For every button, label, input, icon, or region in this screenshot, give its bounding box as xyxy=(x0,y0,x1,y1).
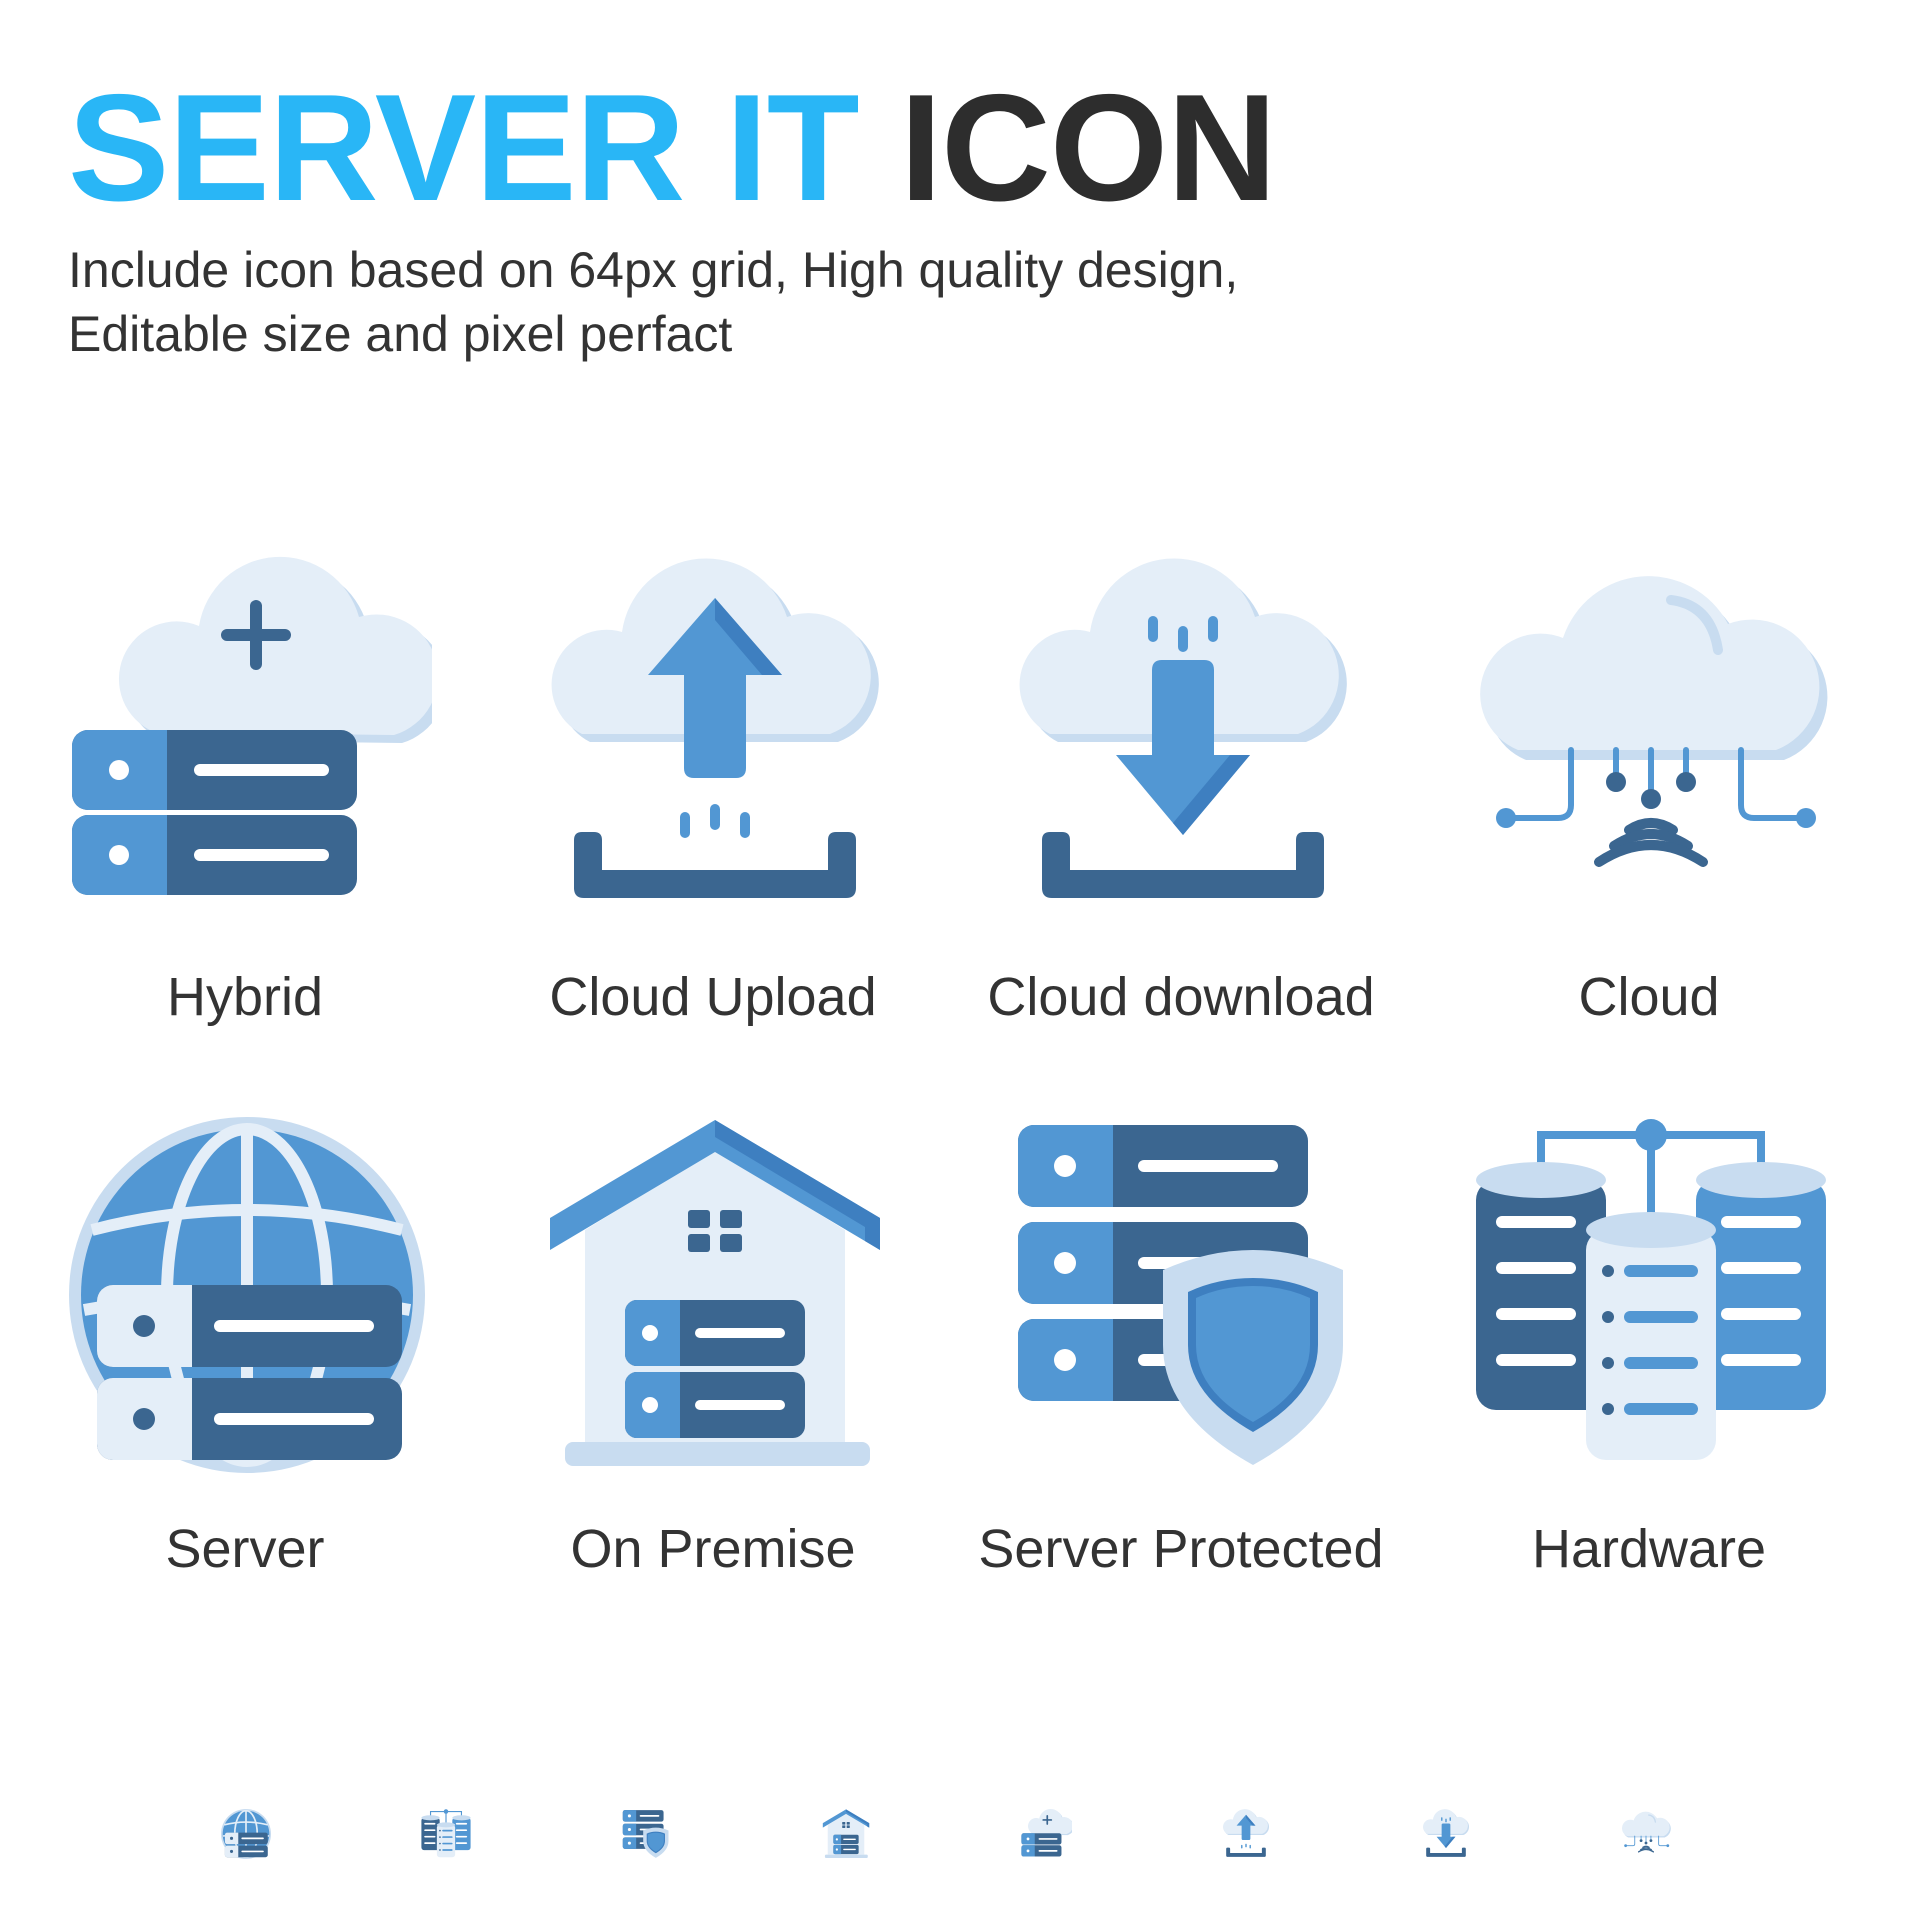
icon-label-cloud-download: Cloud download xyxy=(987,967,1375,1027)
house-server-icon xyxy=(530,1110,900,1480)
icon-label-on-premise: On Premise xyxy=(570,1519,856,1579)
server-shield-icon xyxy=(998,1110,1368,1480)
icon-label-cloud-upload: Cloud Upload xyxy=(549,967,877,1027)
globe-server-icon xyxy=(220,1808,272,1860)
icon-label-cloud: Cloud xyxy=(1578,967,1720,1027)
cloud-upload-icon xyxy=(530,550,900,920)
title-accent: SERVER IT xyxy=(68,63,860,233)
subtitle-line-2: Editable size and pixel perfact xyxy=(68,306,733,362)
database-hardware-icon xyxy=(1466,1110,1836,1480)
icon-label-hybrid: Hybrid xyxy=(166,967,324,1027)
title-main: ICON xyxy=(899,63,1277,233)
cloud-download-icon xyxy=(1420,1808,1472,1860)
globe-server-icon xyxy=(62,1110,432,1480)
database-hardware-icon xyxy=(420,1808,472,1860)
icon-label-hardware: Hardware xyxy=(1531,1519,1767,1579)
icon-label-server-protected: Server Protected xyxy=(978,1519,1384,1579)
cloud-upload-icon xyxy=(1220,1808,1272,1860)
house-server-icon xyxy=(820,1808,872,1860)
cloud-network-icon xyxy=(1620,1808,1672,1860)
subtitle-line-1: Include icon based on 64px grid, High qu… xyxy=(68,242,1239,298)
server-shield-icon xyxy=(620,1808,672,1860)
hybrid-cloud-server-icon xyxy=(1020,1808,1072,1860)
icon-label-server: Server xyxy=(165,1519,325,1579)
cloud-network-icon xyxy=(1466,550,1836,920)
page-title: SERVER IT ICON xyxy=(68,72,1277,224)
hybrid-cloud-server-icon xyxy=(62,550,432,920)
page-subtitle: Include icon based on 64px grid, High qu… xyxy=(68,238,1238,366)
cloud-download-icon xyxy=(998,550,1368,920)
